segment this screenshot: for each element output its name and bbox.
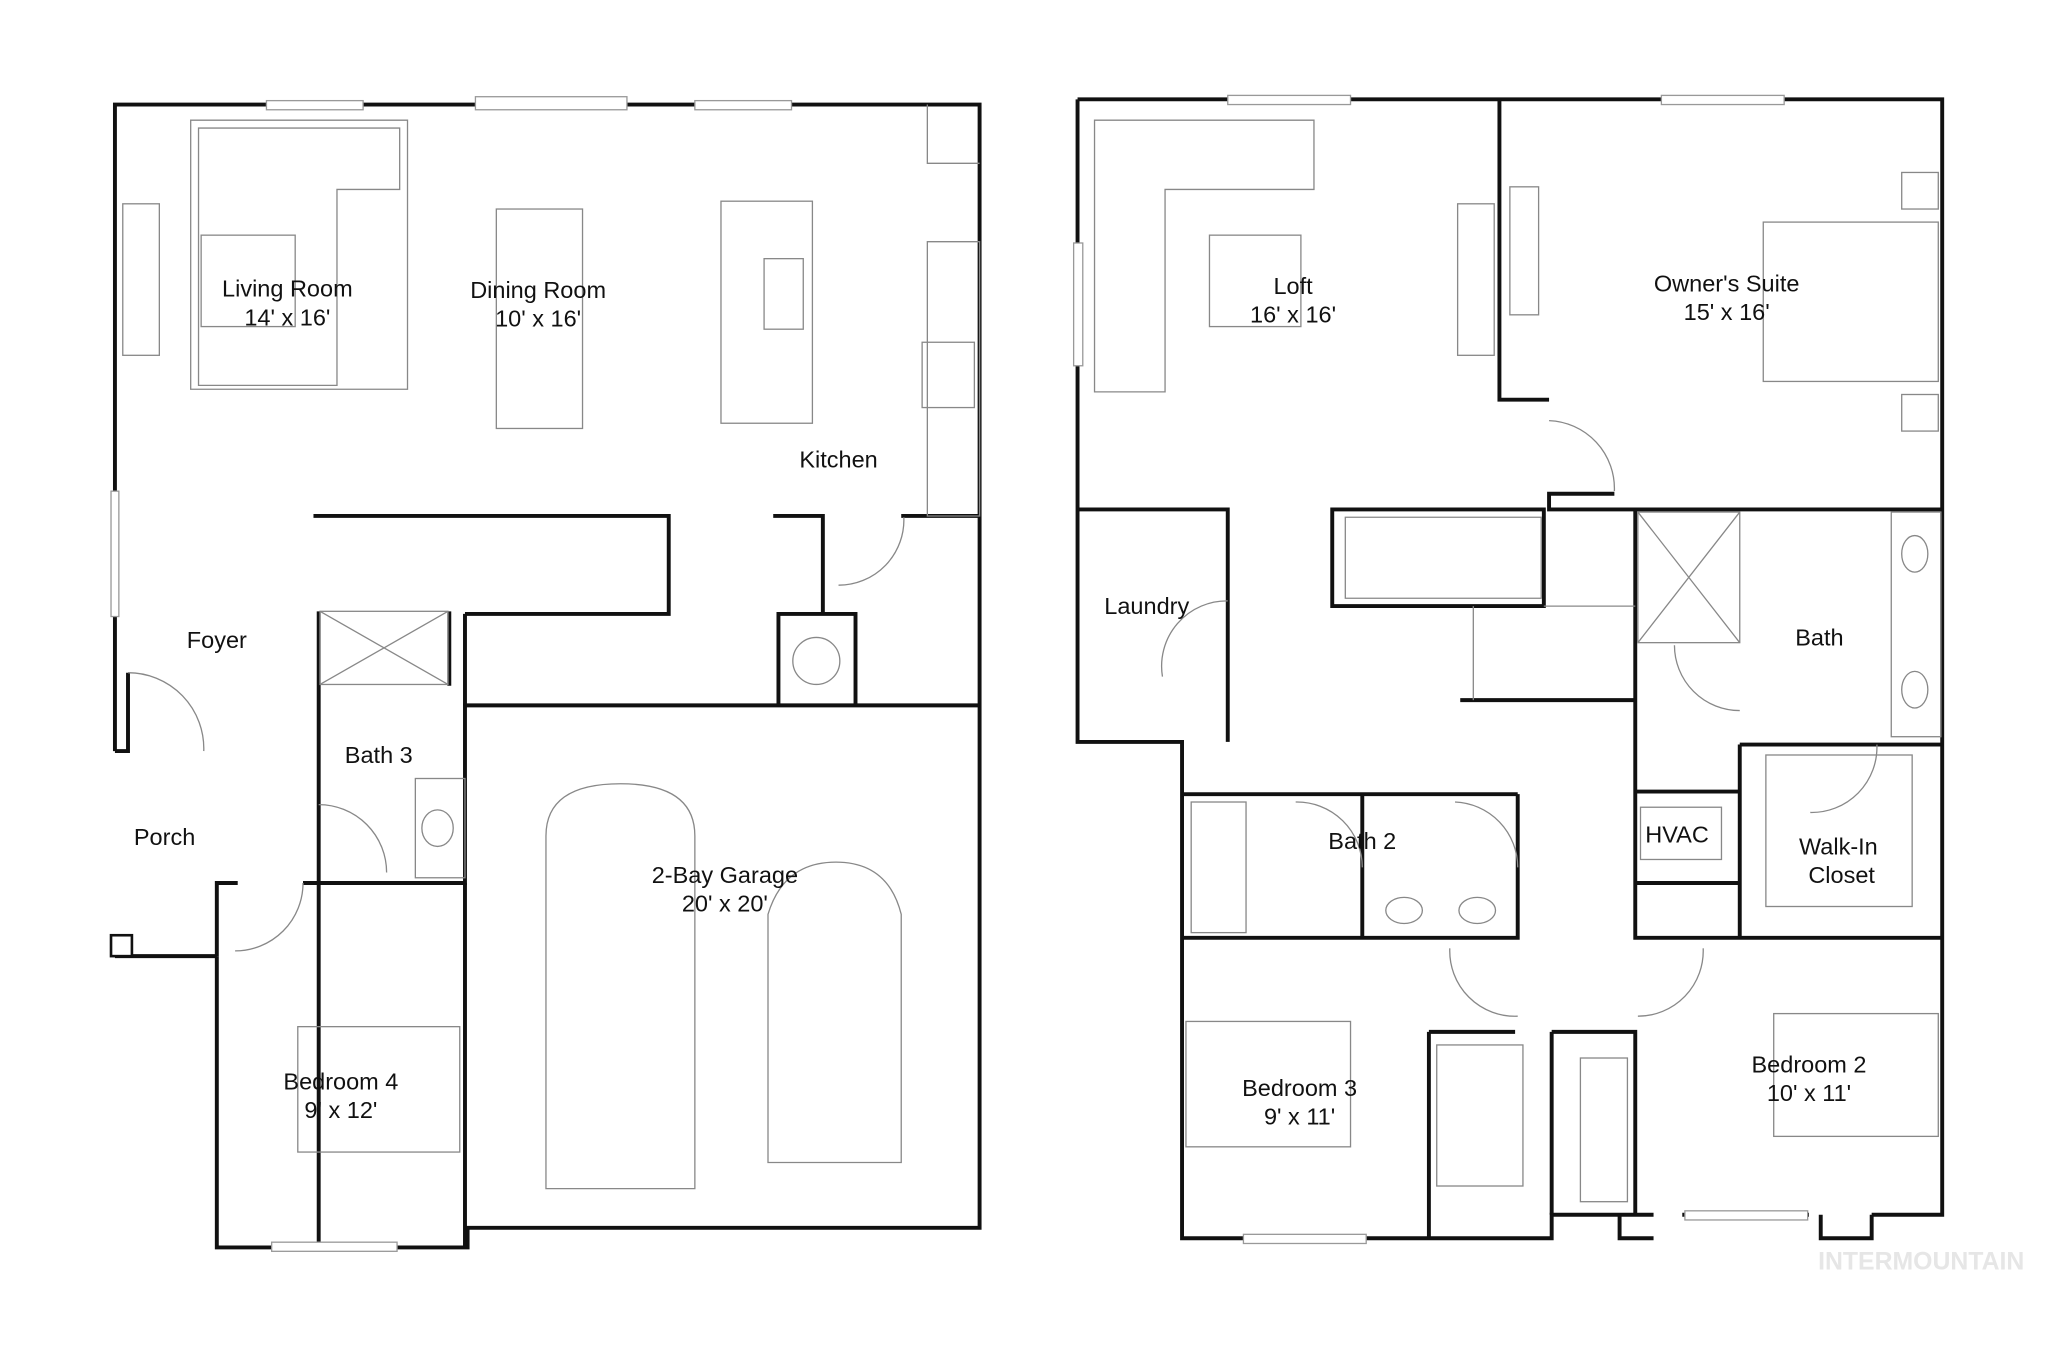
room-size-bedroom-4: 9' x 12' — [304, 1097, 377, 1123]
room-size-dining-room: 10' x 16' — [495, 306, 581, 332]
room-label-bath: Bath — [1795, 624, 1843, 650]
room-size-loft: 16' x 16' — [1250, 302, 1336, 328]
room-size-bedroom-2: 10' x 11' — [1767, 1080, 1851, 1106]
room-label-loft: Loft — [1273, 273, 1313, 299]
room-label-living-room: Living Room — [222, 276, 353, 302]
second-floor-fixtures — [1093, 119, 1942, 1203]
first-floor-fixtures — [122, 104, 981, 1190]
room-label-porch: Porch — [134, 824, 195, 850]
room-label-garage: 2-Bay Garage — [652, 862, 798, 888]
room-size-living-room: 14' x 16' — [244, 304, 330, 330]
room-size-bedroom-3: 9' x 11' — [1264, 1104, 1335, 1130]
room-size-garage: 20' x 20' — [682, 891, 768, 917]
room-label-laundry: Laundry — [1104, 593, 1189, 619]
second-floor-windows — [1072, 94, 1809, 1245]
room-size-owners-suite: 15' x 16' — [1684, 299, 1770, 325]
first-floor-windows — [109, 96, 793, 1252]
room-label-foyer: Foyer — [187, 627, 247, 653]
room-label-kitchen: Kitchen — [799, 447, 877, 473]
watermark: INTERMOUNTAIN — [1818, 1249, 2024, 1276]
room-label-owners-suite: Owner's Suite — [1654, 270, 1800, 296]
room-label-bath-2: Bath 2 — [1328, 828, 1396, 854]
room-label-dining-room: Dining Room — [470, 277, 606, 303]
first-floor-plan: Living Room 14' x 16' Dining Room 10' x … — [109, 96, 982, 1252]
second-floor-plan: Loft 16' x 16' Owner's Suite 15' x 16' L… — [1072, 94, 1945, 1245]
room-label-bath-3: Bath 3 — [345, 742, 413, 768]
room-label-bedroom-3: Bedroom 3 — [1242, 1075, 1357, 1101]
room-label-bedroom-4: Bedroom 4 — [283, 1068, 398, 1094]
room-label-bedroom-2: Bedroom 2 — [1752, 1051, 1867, 1077]
room-label-hvac: HVAC — [1645, 822, 1709, 848]
room-label-walk-in-closet: Walk-In Closet — [1799, 833, 1884, 888]
